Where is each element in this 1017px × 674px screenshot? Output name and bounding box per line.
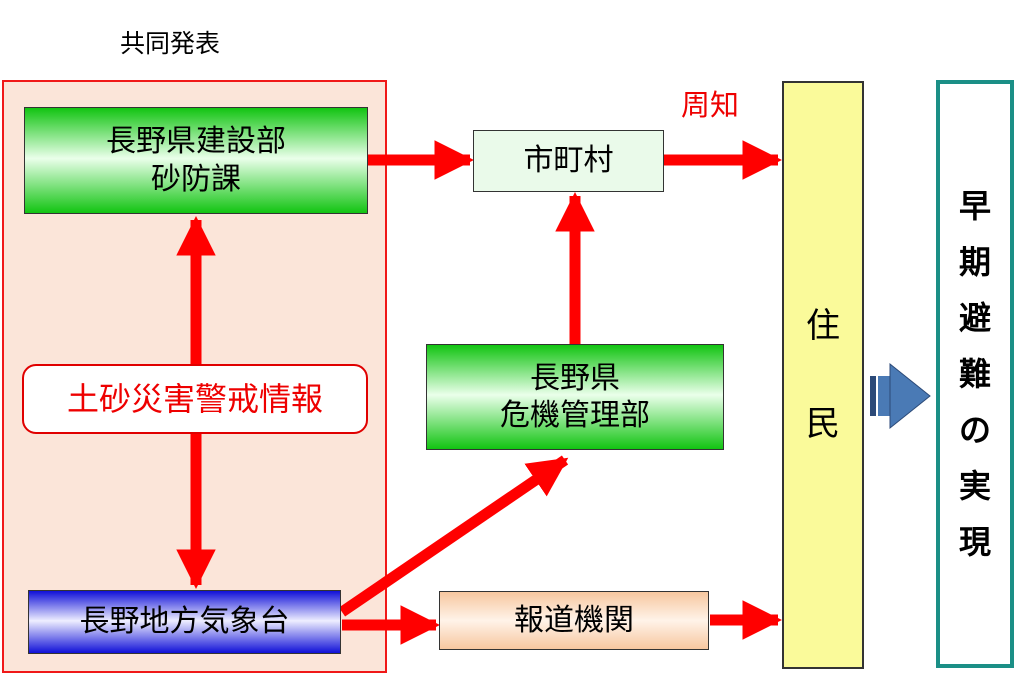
joint-announcement-label: 共同発表	[120, 29, 221, 58]
outcome-char: 避	[958, 299, 991, 337]
outcome-char: 現	[958, 523, 991, 561]
outcome-char: 実	[958, 467, 991, 505]
outcome-char: 早	[958, 187, 991, 225]
crisis-management-box: 長野県 危機管理部	[426, 344, 724, 450]
sediment-disaster-warning-box: 土砂災害警戒情報	[22, 364, 368, 434]
residents-char: 住	[806, 305, 840, 346]
announcement-label: 周知	[681, 88, 740, 122]
crisis-management-line2: 危機管理部	[500, 398, 650, 433]
sabo-division-line1: 長野県建設部	[106, 124, 286, 159]
sabo-division-box: 長野県建設部 砂防課	[24, 107, 368, 214]
sabo-division-line2: 砂防課	[151, 161, 241, 197]
outcome-char: 難	[958, 355, 991, 393]
warning-label: 土砂災害警戒情報	[66, 380, 323, 418]
crisis-management-line1: 長野県	[530, 360, 620, 396]
media-box: 報道機関	[439, 591, 709, 650]
early-evacuation-box: 早 期 避 難 の 実 現	[936, 80, 1014, 668]
municipalities-box: 市町村	[473, 130, 664, 192]
residents-char: 民	[806, 404, 840, 444]
municipalities-label: 市町村	[523, 143, 614, 179]
media-label: 報道機関	[514, 602, 634, 638]
meteorological-office-label: 長野地方気象台	[79, 604, 290, 640]
residents-box: 住 民	[782, 81, 864, 669]
meteorological-office-box: 長野地方気象台	[28, 590, 341, 654]
arrow-jma-to-crisis	[338, 455, 569, 617]
outcome-char: の	[958, 411, 991, 449]
outcome-char: 期	[958, 243, 991, 281]
block-arrow-residents-to-outcome	[870, 362, 931, 430]
